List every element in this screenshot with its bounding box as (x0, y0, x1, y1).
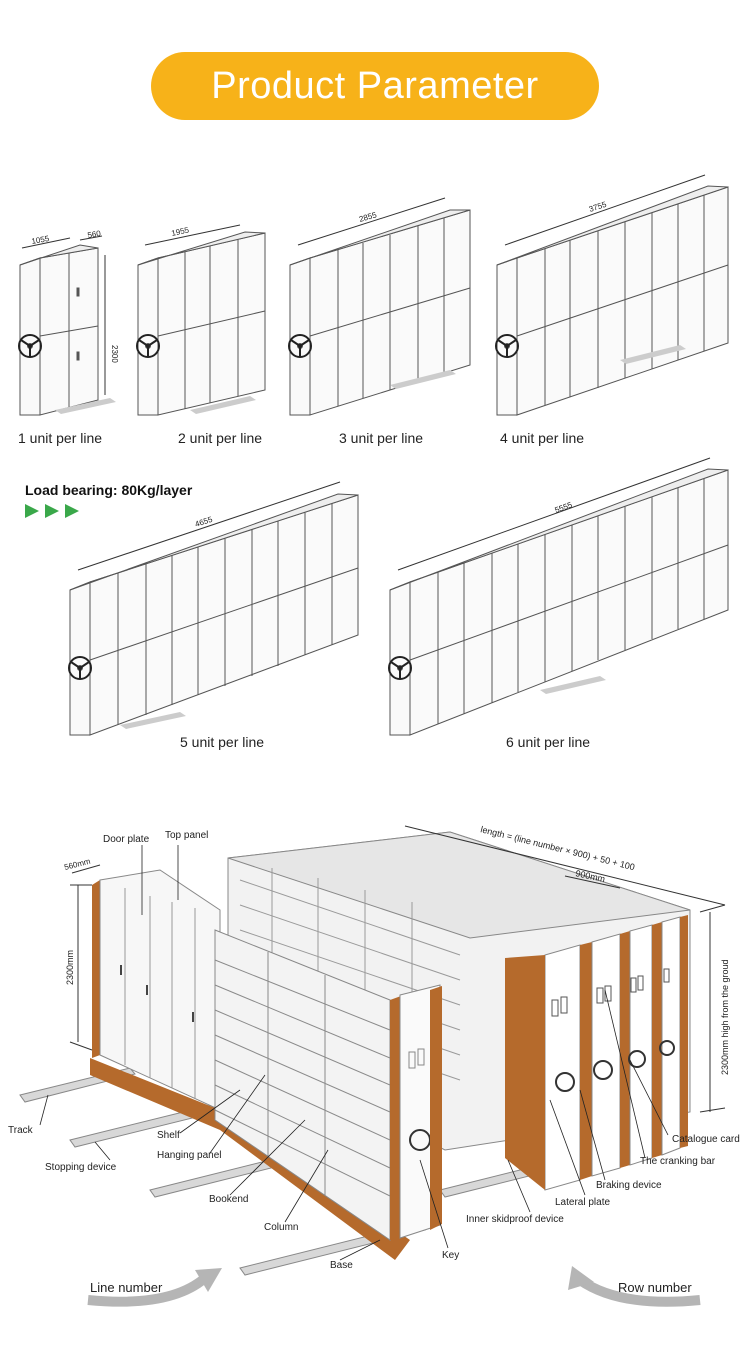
depth-560mm: 560mm (63, 857, 91, 872)
caption-5-unit: 5 unit per line (180, 734, 265, 750)
caption-2-unit: 2 unit per line (178, 430, 263, 446)
label-stopping-device: Stopping device (45, 1162, 117, 1173)
cabinet-illustrations: 1055 560 2300 1955 2855 (18, 174, 729, 736)
dim-depth-1: 1055 (31, 234, 51, 246)
label-base: Base (330, 1260, 353, 1271)
caption-6-unit: 6 unit per line (506, 734, 591, 750)
label-inner-skidproof: Inner skidproof device (466, 1214, 564, 1225)
dim-length-5: 4655 (194, 515, 214, 529)
label-bookend: Bookend (209, 1194, 248, 1205)
left-closed-cabinet (90, 869, 410, 1260)
green-arrows-icon (25, 504, 79, 518)
length-formula: length = (line number × 900) + 50 + 100 (480, 824, 636, 872)
cabinet-6-unit (388, 457, 729, 736)
cabinet-1-unit (18, 235, 116, 416)
caption-4-unit: 4 unit per line (500, 430, 585, 446)
line-number-arrow-icon (87, 1268, 222, 1307)
cabinet-3-unit (288, 197, 471, 416)
label-hanging-panel: Hanging panel (157, 1150, 222, 1161)
front-open-shelving (214, 929, 442, 1241)
dim-length-4: 3755 (588, 200, 608, 214)
label-cranking-bar: The cranking bar (640, 1156, 716, 1167)
label-row-number: Row number (618, 1280, 692, 1295)
height-2300mm: 2300mm (65, 950, 75, 985)
cabinet-5-unit (68, 481, 359, 736)
row-number-arrow-icon (568, 1266, 701, 1307)
label-lateral-plate: Lateral plate (555, 1197, 610, 1208)
dim-length-6: 5555 (554, 500, 574, 515)
label-column: Column (264, 1222, 298, 1233)
load-bearing-label: Load bearing: 80Kg/layer (25, 482, 193, 498)
height-from-ground: 2300mm high from the groud (720, 959, 730, 1075)
label-braking-device: Braking device (596, 1180, 662, 1191)
label-line-number: Line number (90, 1280, 163, 1295)
dim-560-1: 560 (87, 229, 102, 240)
label-door-plate: Door plate (103, 834, 150, 845)
page-title: Product Parameter (151, 52, 599, 120)
label-track: Track (8, 1125, 34, 1136)
rear-shelf-block (227, 831, 691, 1151)
label-shelf: Shelf (157, 1130, 180, 1141)
dim-length-3: 2855 (358, 210, 378, 224)
dim-length-2: 1955 (171, 225, 191, 238)
caption-1-unit: 1 unit per line (18, 430, 103, 446)
dim-2300: 2300 (110, 345, 119, 363)
label-top-panel: Top panel (165, 830, 208, 841)
right-mobile-units (505, 915, 688, 1191)
label-key: Key (442, 1250, 459, 1261)
width-900mm: 900mm (575, 868, 606, 884)
label-catalogue-card: Catalogue card (672, 1134, 740, 1145)
cabinet-2-unit (136, 224, 266, 416)
caption-3-unit: 3 unit per line (339, 430, 424, 446)
cabinet-4-unit (495, 174, 729, 416)
tracks (19, 1067, 606, 1276)
